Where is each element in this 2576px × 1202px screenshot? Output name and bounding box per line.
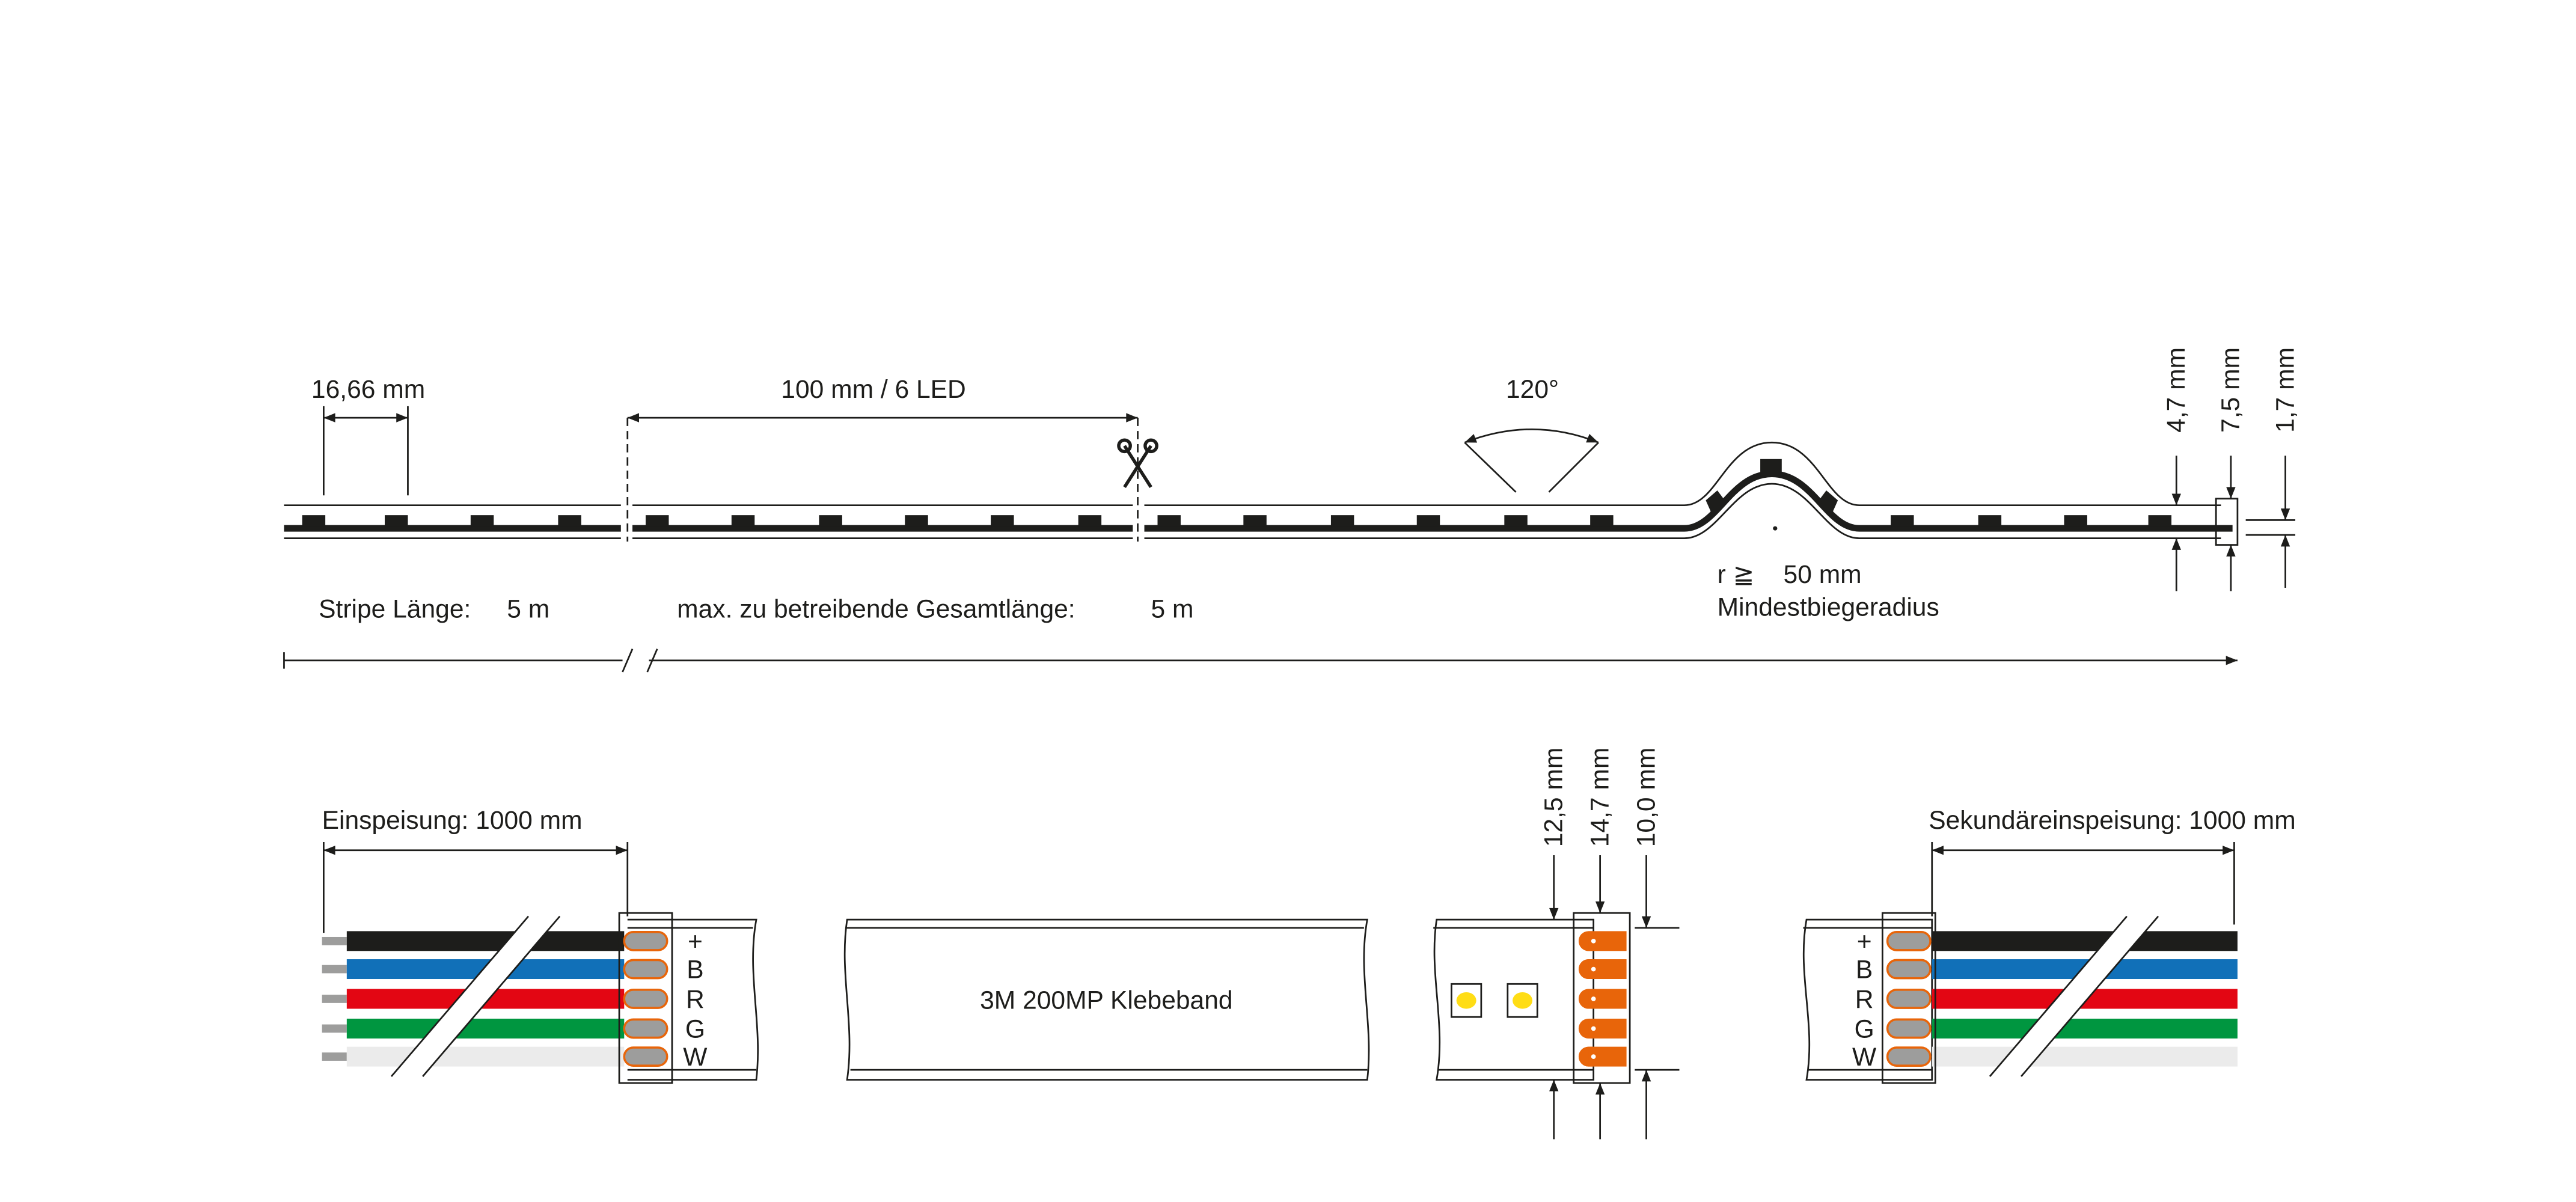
led	[1590, 515, 1614, 527]
led-bent	[1816, 490, 1838, 516]
led	[819, 515, 842, 527]
segment-dimension: 100 mm / 6 LED	[627, 375, 1138, 423]
pin-label: B	[687, 956, 703, 984]
pad-hole	[1591, 1054, 1596, 1059]
width-label-3: 10,0 mm	[1632, 748, 1660, 847]
wire	[1932, 1018, 2238, 1039]
led-chip-light	[1513, 992, 1533, 1009]
wire	[346, 1046, 625, 1067]
led	[1157, 515, 1181, 527]
tape-label: 3M 200MP Klebeband	[980, 986, 1232, 1014]
led	[1330, 515, 1354, 527]
led	[470, 515, 494, 527]
wire	[346, 931, 625, 951]
angle-label: 120°	[1506, 375, 1559, 404]
led	[1978, 515, 2002, 527]
wire	[346, 1018, 625, 1039]
pin-pad	[1886, 1046, 1932, 1067]
strip-top-view: 12,5 mm 14,7 mm 10,0 mm	[1433, 748, 1680, 1139]
pin-label: R	[1855, 985, 1874, 1014]
pin-pad	[1886, 959, 1932, 980]
pad-hole	[1591, 938, 1596, 944]
pin-pad	[623, 930, 668, 951]
pin-pad	[623, 959, 668, 980]
pin-pad	[623, 989, 668, 1009]
width-label-2: 14,7 mm	[1585, 748, 1614, 847]
led-chip	[1451, 983, 1482, 1018]
wire-tip	[322, 995, 347, 1003]
stripe-length-value: 5 m	[507, 594, 549, 623]
strip-side-view	[284, 441, 2239, 546]
pad-hole	[1591, 966, 1596, 972]
wire-tip	[322, 1052, 347, 1061]
feed-label: Einspeisung: 1000 mm	[322, 806, 583, 835]
radius-symbol: r ≧	[1718, 560, 1755, 589]
led	[645, 515, 669, 527]
led-chip-light	[1456, 992, 1476, 1009]
pin-label: +	[688, 927, 703, 956]
led	[731, 515, 755, 527]
width-label-1: 12,5 mm	[1539, 748, 1568, 847]
pin-pad	[1886, 989, 1932, 1009]
bend-center-dot	[1773, 526, 1778, 531]
led	[905, 515, 928, 527]
pin-pad	[623, 1046, 668, 1067]
wire-tip	[322, 936, 347, 945]
length-dimension-line	[283, 648, 2238, 673]
height-dimensions: 4,7 mm 7,5 mm 1,7 mm	[2162, 347, 2299, 591]
radius-caption: Mindestbiegeradius	[1718, 593, 1939, 622]
pin-pad	[1886, 1018, 1932, 1039]
led	[2064, 515, 2087, 527]
led	[302, 515, 326, 527]
beam-angle: 120°	[1464, 375, 1599, 493]
led	[2148, 515, 2172, 527]
pitch-label: 16,66 mm	[311, 375, 425, 404]
pin-label: W	[683, 1043, 708, 1072]
pin-label: G	[1855, 1015, 1874, 1044]
pitch-dimension: 16,66 mm	[311, 375, 425, 496]
stripe-length-label: Stripe Länge:	[319, 594, 471, 623]
pin-label: +	[1857, 927, 1872, 956]
max-length-label: max. zu betreibende Gesamtlänge:	[677, 594, 1075, 623]
led	[991, 515, 1014, 527]
pin-label: G	[685, 1015, 705, 1044]
pin-pad	[623, 1018, 668, 1039]
wire-tip	[322, 965, 347, 974]
pin-label: R	[686, 985, 705, 1014]
wire	[1932, 1046, 2238, 1067]
height-label-1: 4,7 mm	[2162, 347, 2191, 433]
tape-view: 3M 200MP Klebeband	[843, 918, 1370, 1081]
scissors-icon	[1117, 438, 1158, 488]
led-bent	[1760, 459, 1782, 474]
led-bent	[1706, 490, 1728, 516]
pin-pad	[1886, 930, 1932, 951]
led	[1504, 515, 1528, 527]
pin-label: B	[1856, 956, 1873, 984]
led-chip	[1507, 983, 1538, 1018]
led	[1891, 515, 1914, 527]
pin-label: W	[1852, 1043, 1877, 1072]
radius-value: 50 mm	[1784, 560, 1862, 589]
max-length-value: 5 m	[1151, 594, 1194, 623]
height-label-3: 1,7 mm	[2271, 347, 2299, 433]
pad-hole	[1591, 1026, 1596, 1031]
height-label-2: 7,5 mm	[2217, 347, 2245, 433]
wire	[1932, 931, 2238, 951]
led	[1416, 515, 1440, 527]
cut-lines	[626, 418, 1139, 542]
led	[385, 515, 408, 527]
led	[1078, 515, 1102, 527]
secondary-feed-label: Sekundäreinspeisung: 1000 mm	[1929, 806, 2295, 835]
led	[558, 515, 581, 527]
segment-label: 100 mm / 6 LED	[781, 375, 966, 404]
wire-tip	[322, 1024, 347, 1033]
pad-hole	[1591, 996, 1596, 1001]
led	[1243, 515, 1267, 527]
